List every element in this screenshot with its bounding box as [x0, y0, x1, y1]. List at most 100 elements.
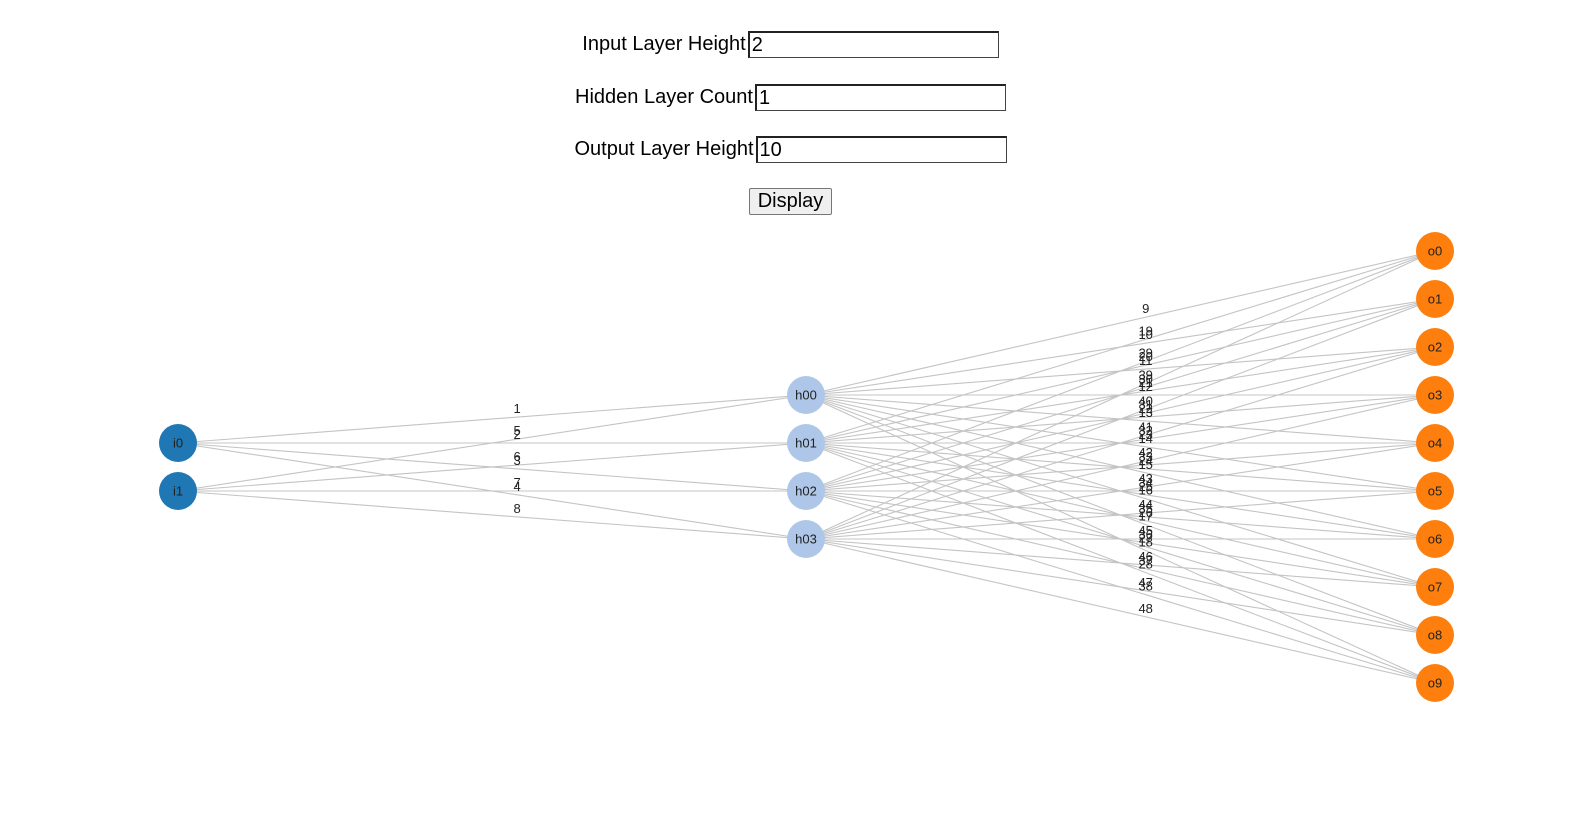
hidden-layer-count-row: Hidden Layer Count: [0, 84, 1581, 111]
node-circle: [1416, 328, 1454, 366]
display-button[interactable]: Display: [748, 188, 833, 215]
edge-h01-o0: [805, 250, 1436, 444]
edge-h03-o5: [805, 490, 1436, 540]
edge-h03-o3: [805, 394, 1436, 540]
node-o9: o9: [1416, 664, 1454, 702]
edge-label: 42: [1138, 445, 1152, 460]
node-label: i1: [173, 484, 183, 499]
edge-label: 15: [1138, 457, 1152, 472]
edge-h03-o7: [805, 538, 1436, 588]
edge-label: 43: [1138, 471, 1152, 486]
node-circle: [787, 376, 825, 414]
node-circle: [1416, 280, 1454, 318]
edge-label: 26: [1138, 505, 1152, 520]
hidden-layer-count-label: Hidden Layer Count: [575, 86, 753, 108]
node-o5: o5: [1416, 472, 1454, 510]
node-circle: [1416, 424, 1454, 462]
node-label: o8: [1428, 628, 1442, 643]
edge-label: 18: [1138, 535, 1152, 550]
edge-i1-h03: [177, 490, 807, 540]
edge-label: 4: [513, 479, 520, 494]
node-o0: o0: [1416, 232, 1454, 270]
node-o7: o7: [1416, 568, 1454, 606]
edge-label: 2: [513, 427, 520, 442]
edge-label: 46: [1138, 549, 1152, 564]
edge-h03-o0: [805, 250, 1436, 540]
edge-label: 47: [1138, 575, 1152, 590]
edge-label: 38: [1138, 579, 1152, 594]
edge-label: 36: [1138, 527, 1152, 542]
node-circle: [787, 520, 825, 558]
node-label: o6: [1428, 532, 1442, 547]
node-label: o5: [1428, 484, 1442, 499]
node-h02: h02: [787, 472, 825, 510]
edge-label: 3: [513, 453, 520, 468]
edge-label: 45: [1138, 523, 1152, 538]
edge-label: 37: [1138, 553, 1152, 568]
network-edge-labels: 1234567891011121314151617181920212223242…: [513, 301, 1152, 616]
node-o8: o8: [1416, 616, 1454, 654]
input-layer-height-field[interactable]: [747, 31, 999, 58]
edge-label: 28: [1138, 557, 1152, 572]
edge-label: 14: [1138, 431, 1152, 446]
node-i0: i0: [159, 424, 197, 462]
node-h01: h01: [787, 424, 825, 462]
edge-h03-o1: [805, 298, 1436, 540]
network-edges: [177, 250, 1436, 684]
node-o6: o6: [1416, 520, 1454, 558]
edge-label: 7: [513, 475, 520, 490]
edge-label: 1: [513, 401, 520, 416]
input-layer-height-label: Input Layer Height: [582, 33, 746, 55]
node-i1: i1: [159, 472, 197, 510]
edge-label: 32: [1138, 423, 1152, 438]
hidden-layer-count-field[interactable]: [754, 84, 1006, 111]
node-circle: [787, 424, 825, 462]
node-label: o1: [1428, 292, 1442, 307]
edge-label: 41: [1138, 419, 1152, 434]
node-circle: [787, 472, 825, 510]
edge-i1-h01: [177, 442, 807, 492]
node-label: o7: [1428, 580, 1442, 595]
output-layer-height-label: Output Layer Height: [574, 138, 754, 160]
node-h03: h03: [787, 520, 825, 558]
node-label: o0: [1428, 244, 1442, 259]
edge-label: 20: [1138, 349, 1152, 364]
node-circle: [1416, 520, 1454, 558]
edge-label: 27: [1138, 531, 1152, 546]
edge-label: 9: [1142, 301, 1149, 316]
node-label: h00: [795, 388, 817, 403]
edge-label: 40: [1138, 393, 1152, 408]
display-button-row: Display: [0, 188, 1581, 215]
node-circle: [159, 472, 197, 510]
edge-label: 13: [1138, 405, 1152, 420]
node-circle: [1416, 376, 1454, 414]
edge-h02-o0: [805, 250, 1436, 492]
output-layer-height-row: Output Layer Height: [0, 136, 1581, 163]
edge-label: 11: [1139, 353, 1153, 368]
edge-label: 12: [1138, 379, 1152, 394]
node-h00: h00: [787, 376, 825, 414]
edge-i1-h00: [177, 394, 807, 492]
edge-label: 8: [513, 501, 520, 516]
edge-label: 25: [1138, 479, 1152, 494]
node-circle: [1416, 664, 1454, 702]
edge-label: 39: [1138, 368, 1152, 383]
node-label: o9: [1428, 676, 1442, 691]
node-label: h02: [795, 484, 817, 499]
node-circle: [159, 424, 197, 462]
input-layer-height-row: Input Layer Height: [0, 31, 1581, 58]
edge-label: 17: [1138, 509, 1152, 524]
edge-label: 33: [1138, 449, 1152, 464]
edge-h00-o0: [805, 250, 1436, 396]
edge-label: 16: [1138, 483, 1152, 498]
node-circle: [1416, 616, 1454, 654]
edge-label: 24: [1138, 453, 1152, 468]
edge-label: 23: [1138, 427, 1152, 442]
node-circle: [1416, 232, 1454, 270]
node-label: o3: [1428, 388, 1442, 403]
output-layer-height-field[interactable]: [755, 136, 1007, 163]
edge-label: 22: [1138, 401, 1152, 416]
node-o4: o4: [1416, 424, 1454, 462]
node-o2: o2: [1416, 328, 1454, 366]
